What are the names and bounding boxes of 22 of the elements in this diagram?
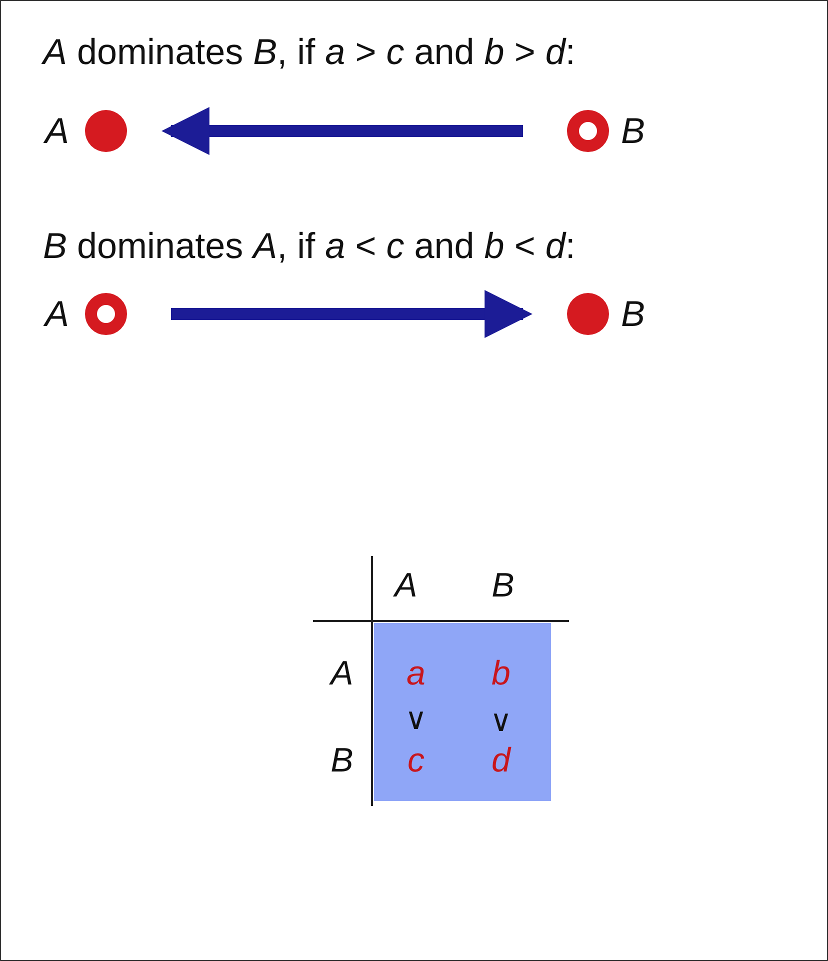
condition-heading: A dominates B, if a > c and b > d: bbox=[43, 31, 576, 73]
col-header: A bbox=[394, 566, 418, 606]
col-header: B bbox=[492, 566, 514, 606]
filled-dot bbox=[567, 293, 609, 335]
point-label: B bbox=[621, 110, 646, 152]
filled-dot bbox=[85, 110, 127, 152]
cell-value: d bbox=[492, 742, 510, 780]
row-header: B bbox=[330, 742, 354, 780]
cell-value: a bbox=[406, 654, 426, 694]
point-label: A bbox=[45, 110, 70, 152]
point-label: A bbox=[45, 293, 70, 335]
cell-value: b bbox=[492, 654, 510, 694]
point-label: B bbox=[621, 293, 646, 335]
arrow bbox=[171, 290, 533, 338]
row-header: A bbox=[330, 654, 354, 694]
condition-heading: B dominates A, if a < c and b < d: bbox=[43, 225, 576, 267]
cell-value: c bbox=[408, 742, 424, 780]
ring-dot bbox=[85, 293, 127, 335]
comparison-sign: ∨ bbox=[490, 704, 512, 739]
comparison-sign: ∨ bbox=[405, 702, 427, 737]
ring-dot bbox=[567, 110, 609, 152]
arrow bbox=[161, 107, 523, 155]
